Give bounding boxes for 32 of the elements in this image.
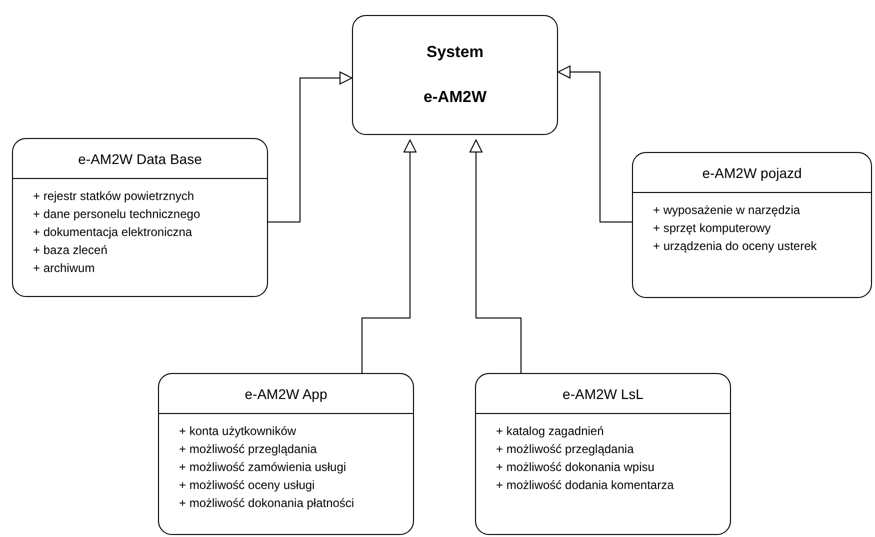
inheritance-arrow: [470, 140, 522, 374]
class-name: e-AM2W pojazd: [633, 153, 871, 193]
attribute-text: + katalog zagadnień: [496, 423, 604, 440]
attribute-text: + sprzęt komputerowy: [653, 220, 771, 237]
class-box: [158, 373, 414, 535]
attribute-text: + wyposażenie w narzędzia: [653, 202, 800, 219]
class-box: [475, 373, 731, 535]
attribute-text: + dokumentacja elektroniczna: [33, 224, 192, 241]
attribute-text: + konta użytkowników: [179, 423, 296, 440]
system-box: [352, 15, 558, 135]
class-name: e-AM2W Data Base: [13, 139, 267, 179]
class-name: e-AM2W App: [159, 374, 413, 414]
attribute-text: + możliwość oceny usługi: [179, 477, 315, 494]
attribute-text: + możliwość przeglądania: [179, 441, 317, 458]
system-title: System: [426, 44, 484, 62]
attribute-text: + rejestr statków powietrznych: [33, 188, 194, 205]
attribute-text: + dane personelu technicznego: [33, 206, 200, 223]
class-box: [12, 138, 268, 297]
attribute-text: + możliwość dokonania wpisu: [496, 459, 654, 476]
class-box: [632, 152, 872, 298]
attribute-text: + możliwość dokonania płatności: [179, 495, 354, 512]
attribute-text: + urządzenia do oceny usterek: [653, 238, 817, 255]
attribute-text: + baza zleceń: [33, 242, 108, 259]
class-name: e-AM2W LsL: [476, 374, 730, 414]
system-title: e-AM2W: [423, 88, 487, 106]
inheritance-arrow: [268, 72, 352, 222]
inheritance-arrow: [558, 66, 632, 222]
attribute-text: + archiwum: [33, 260, 95, 277]
attribute-text: + możliwość przeglądania: [496, 441, 634, 458]
inheritance-arrow: [362, 140, 416, 374]
attribute-text: + możliwość dodania komentarza: [496, 477, 674, 494]
attribute-text: + możliwość zamówienia usługi: [179, 459, 346, 476]
